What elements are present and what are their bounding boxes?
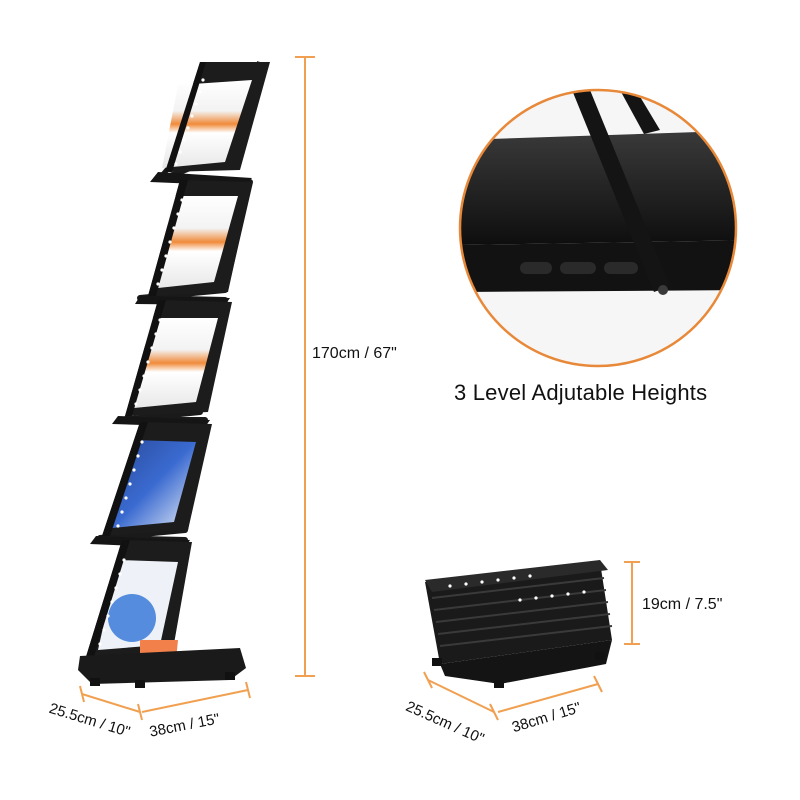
height-dimension-line [295, 56, 315, 677]
rack-tier-5 [85, 540, 192, 660]
detail-circle-border [458, 88, 738, 368]
feature-caption: 3 Level Adjutable Heights [454, 380, 708, 405]
folded-height-label: 19cm / 7.5" [642, 596, 723, 613]
base-dimension-lines [79, 681, 251, 721]
rack-tier-1 [150, 62, 270, 186]
rack-tier-4 [90, 422, 212, 548]
height-dimension-label: 170cm / 67" [312, 345, 397, 362]
rack-perforations [98, 78, 205, 646]
rack-tier-3 [112, 300, 232, 427]
magazine-rack [78, 61, 270, 688]
rack-tier-2 [135, 180, 252, 305]
folded-dimension-lines [423, 561, 640, 721]
rack-base [78, 640, 246, 688]
height-adjust-detail [458, 88, 738, 368]
folded-rack [425, 560, 613, 688]
